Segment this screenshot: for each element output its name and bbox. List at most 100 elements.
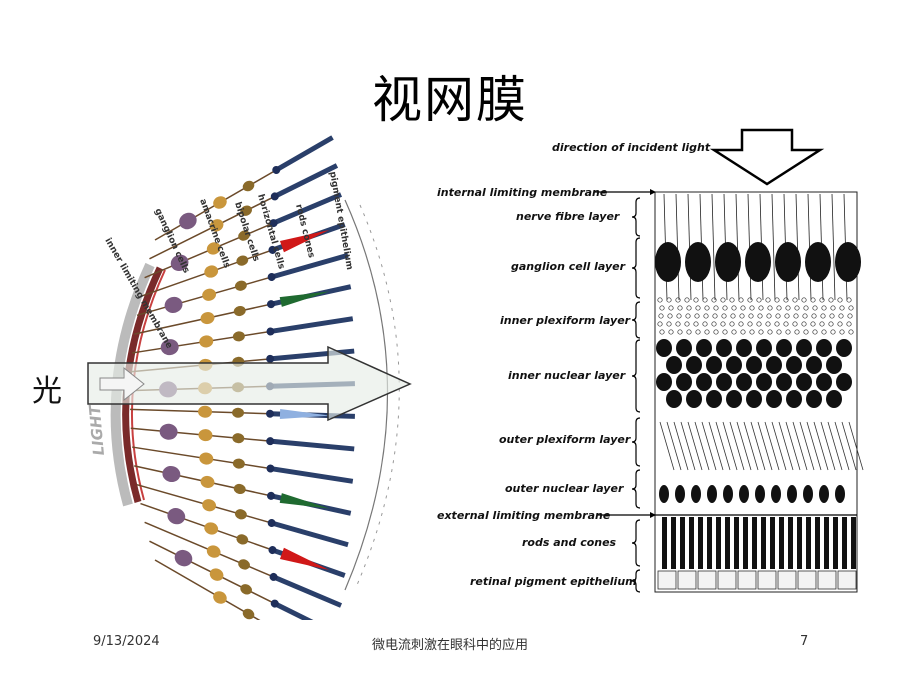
plexiform-dot — [765, 297, 771, 303]
fan-column — [154, 135, 334, 241]
inner-nuclear-cell — [666, 390, 682, 408]
inner-nuclear-cell — [746, 356, 762, 374]
layer-brace — [631, 519, 641, 567]
photoreceptor — [788, 517, 793, 569]
layer-brace — [631, 237, 641, 299]
outer-plexiform-fibre — [813, 421, 829, 471]
layer-brace — [631, 469, 641, 509]
plexiform-dot — [839, 305, 845, 311]
horizontal-cell — [242, 180, 255, 192]
photoreceptor — [743, 517, 748, 569]
plexiform-dot — [837, 297, 843, 303]
plexiform-dot — [675, 321, 681, 327]
bipolar-cell — [204, 522, 219, 535]
ganglion-cell — [805, 242, 831, 282]
plexiform-dot — [722, 329, 728, 335]
arc-light-text: LIGHT — [86, 403, 108, 456]
rod-nucleus — [267, 519, 276, 528]
plexiform-dot — [810, 321, 816, 327]
plexiform-dot — [758, 329, 764, 335]
label-incident-light: direction of incident light — [552, 141, 711, 154]
rod-cell — [269, 438, 355, 452]
plexiform-dot — [821, 305, 827, 311]
plexiform-dot — [685, 313, 691, 319]
plexiform-dot — [802, 313, 808, 319]
plexiform-dot — [702, 321, 708, 327]
photoreceptor — [725, 517, 730, 569]
plexiform-dot — [748, 313, 754, 319]
ganglion-cell — [170, 254, 189, 271]
inner-nuclear-cell — [676, 373, 692, 391]
outer-plexiform-fibre — [750, 421, 766, 471]
plexiform-dot — [828, 297, 834, 303]
layer-brace — [631, 339, 641, 413]
inner-nuclear-cell — [696, 373, 712, 391]
plexiform-dot — [756, 297, 762, 303]
outer-plexiform-fibre — [799, 421, 815, 471]
plexiform-dot — [819, 297, 825, 303]
fan-column — [154, 559, 325, 620]
plexiform-dot — [785, 329, 791, 335]
outer-plexiform-fibre — [827, 421, 843, 471]
plexiform-dot — [749, 305, 755, 311]
rod-cell — [273, 163, 339, 199]
plexiform-dot — [775, 313, 781, 319]
label-ganglion-cell-layer: ganglion cell layer — [511, 260, 626, 273]
outer-plexiform-fibre — [729, 421, 745, 471]
outer-nuclear-cell — [755, 485, 765, 503]
plexiform-dot — [657, 297, 663, 303]
rod-nucleus — [270, 599, 279, 608]
rod-nucleus — [266, 437, 275, 446]
plexiform-dot — [694, 313, 700, 319]
bipolar-cell — [202, 288, 217, 301]
plexiform-dot — [838, 313, 844, 319]
photoreceptor — [824, 517, 829, 569]
inner-nuclear-cell — [806, 390, 822, 408]
outer-plexiform-fibre — [708, 421, 724, 471]
bipolar-cell — [200, 312, 215, 325]
plexiform-dot — [731, 305, 737, 311]
fan-column — [144, 521, 343, 608]
ganglion-cell — [775, 242, 801, 282]
label-rods-and-cones: rods and cones — [522, 536, 617, 549]
bipolar-cell — [213, 591, 227, 604]
fan-column — [136, 483, 349, 548]
pigment-cell — [757, 570, 777, 590]
bipolar-cell — [199, 452, 214, 465]
inner-nuclear-cell — [706, 390, 722, 408]
inner-nuclear-cell — [686, 390, 702, 408]
plexiform-dot — [847, 313, 853, 319]
rod-nucleus — [272, 166, 281, 174]
plexiform-dot — [730, 313, 736, 319]
ganglion-cell — [164, 296, 183, 313]
plexiform-dot — [811, 313, 817, 319]
label-internal-limiting-membrane: internal limiting membrane — [437, 186, 608, 199]
ganglion-cell — [715, 242, 741, 282]
plexiform-dot — [659, 329, 665, 335]
light-arrow — [87, 345, 412, 422]
plexiform-dot — [792, 297, 798, 303]
pigment-cell — [677, 570, 697, 590]
outer-plexiform-fibre — [743, 421, 759, 471]
inner-nuclear-cell — [686, 356, 702, 374]
bipolar-cell — [206, 242, 221, 255]
red-cone — [279, 547, 330, 571]
rod-nucleus — [266, 409, 275, 418]
ganglion-cell — [179, 212, 197, 230]
outer-nuclear-cell — [659, 485, 669, 503]
outer-nuclear-cell — [675, 485, 685, 503]
plexiform-dot — [703, 313, 709, 319]
photoreceptor — [779, 517, 784, 569]
plexiform-dot — [666, 321, 672, 327]
rod-nucleus — [268, 546, 277, 555]
plexiform-dot — [668, 329, 674, 335]
plexiform-dot — [810, 297, 816, 303]
plexiform-dot — [776, 305, 782, 311]
footer-page-number: 7 — [800, 634, 809, 649]
plexiform-dot — [801, 321, 807, 327]
outer-plexiform-fibre — [764, 421, 780, 471]
plexiform-dot — [684, 321, 690, 327]
outer-plexiform-fibre — [722, 421, 738, 471]
ganglion-cell — [685, 242, 711, 282]
outer-plexiform-fibre — [659, 421, 675, 471]
